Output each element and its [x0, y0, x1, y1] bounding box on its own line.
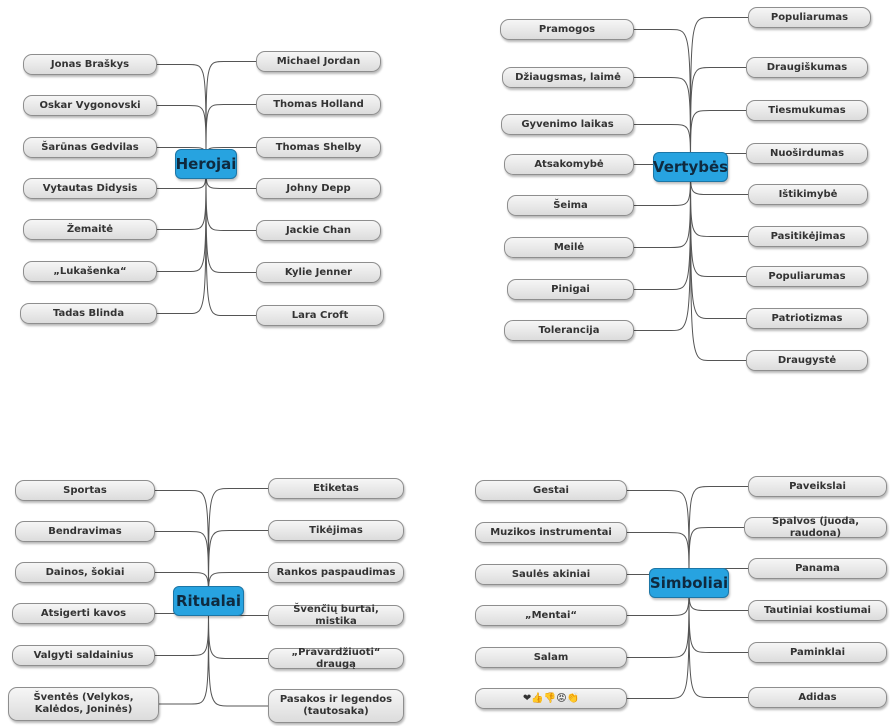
connector-line	[205, 61, 256, 165]
topic-node[interactable]: Atsigerti kavos	[12, 603, 155, 624]
topic-node[interactable]: Saulės akiniai	[475, 564, 627, 585]
connector-line	[690, 166, 746, 277]
connector-line	[690, 166, 746, 319]
connector-line	[688, 526, 744, 584]
topic-node[interactable]: Paveikslai	[748, 476, 887, 497]
topic-node[interactable]: Michael Jordan	[256, 51, 381, 72]
topic-node[interactable]: Gyvenimo laikas	[501, 114, 634, 135]
topic-node[interactable]: Gestai	[475, 480, 627, 501]
connector-line	[688, 582, 748, 611]
connector-line	[627, 582, 690, 617]
topic-node[interactable]: Paminklai	[748, 642, 887, 663]
topic-node[interactable]: Tadas Blinda	[20, 303, 157, 324]
central-topic-simboliai[interactable]: Simboliai	[649, 568, 729, 598]
topic-node[interactable]: Ištikimybė	[748, 184, 868, 205]
topic-node[interactable]: Nuoširdumas	[746, 143, 868, 164]
topic-node[interactable]: „Mentai“	[475, 605, 627, 626]
topic-node[interactable]: Thomas Shelby	[256, 137, 381, 158]
connector-line	[634, 166, 691, 331]
topic-node[interactable]: Vytautas Didysis	[23, 178, 157, 199]
topic-node[interactable]: Thomas Holland	[256, 94, 381, 115]
topic-node[interactable]: Tolerancija	[504, 320, 634, 341]
topic-node[interactable]: Džiaugsmas, laimė	[502, 67, 634, 88]
topic-node[interactable]: Salam	[475, 647, 627, 668]
connector-line	[634, 166, 691, 290]
topic-node[interactable]: Patriotizmas	[746, 308, 868, 329]
connector-line	[159, 600, 209, 705]
topic-node[interactable]: Draugiškumas	[746, 57, 868, 78]
connector-line	[688, 582, 748, 698]
central-topic-herojai[interactable]: Herojai	[175, 149, 237, 179]
connector-line	[157, 163, 207, 314]
connector-line	[627, 531, 690, 584]
topic-node[interactable]: Šeima	[507, 195, 634, 216]
topic-node[interactable]: Meilė	[504, 237, 634, 258]
topic-node[interactable]: Dainos, šokiai	[15, 562, 155, 583]
topic-node[interactable]: Pramogos	[500, 19, 634, 40]
topic-node[interactable]: Populiarumas	[748, 7, 871, 28]
topic-node[interactable]: „Pravardžiuoti“ draugą	[268, 647, 404, 670]
connector-line	[205, 104, 256, 165]
topic-node[interactable]: Pinigai	[507, 279, 634, 300]
topic-node[interactable]: Lara Croft	[256, 305, 384, 326]
topic-node[interactable]: Tautiniai kostiumai	[748, 600, 887, 621]
topic-node[interactable]: Populiarumas	[746, 266, 868, 287]
connector-line	[208, 488, 268, 602]
connector-line	[627, 490, 690, 584]
topic-node[interactable]: ❤👍👎😡👏	[475, 688, 627, 709]
connector-line	[155, 572, 209, 602]
topic-node[interactable]: Atsakomybė	[504, 154, 634, 175]
central-topic-ritualai[interactable]: Ritualai	[173, 586, 244, 616]
topic-node[interactable]: Jonas Braškys	[23, 54, 157, 75]
topic-node[interactable]: Pasakos ir legendos (tautosaka)	[268, 689, 404, 723]
topic-node[interactable]: Šventės (Velykos, Kalėdos, Joninės)	[8, 687, 159, 721]
topic-node[interactable]: Švenčių burtai, mistika	[268, 604, 404, 627]
connector-line	[157, 105, 207, 165]
connector-line	[690, 166, 748, 195]
connector-line	[690, 67, 746, 168]
topic-node[interactable]: Jackie Chan	[256, 220, 381, 241]
topic-node[interactable]: Tikėjimas	[268, 520, 404, 541]
connector-line	[688, 486, 748, 584]
connector-line	[157, 163, 207, 273]
connector-line	[208, 529, 268, 602]
connector-line	[634, 29, 691, 168]
topic-node[interactable]: Adidas	[748, 687, 887, 708]
connector-line	[155, 490, 209, 602]
central-topic-vertybes[interactable]: Vertybės	[653, 152, 728, 182]
topic-node[interactable]: Johny Depp	[256, 178, 381, 199]
connector-line	[634, 166, 691, 206]
topic-node[interactable]: Kylie Jenner	[256, 262, 381, 283]
connector-line	[157, 63, 207, 165]
topic-node[interactable]: Spalvos (juoda, raudona)	[744, 516, 887, 539]
topic-node[interactable]: Tiesmukumas	[746, 100, 868, 121]
topic-node[interactable]: Draugystė	[746, 350, 868, 371]
topic-node[interactable]: Bendravimas	[15, 521, 155, 542]
topic-node[interactable]: Oskar Vygonovski	[23, 95, 157, 116]
topic-node[interactable]: Muzikos instrumentai	[475, 522, 627, 543]
topic-node[interactable]: Žemaitė	[23, 219, 157, 240]
connector-line	[627, 582, 690, 699]
connector-line	[205, 163, 256, 274]
topic-node[interactable]: „Lukašenka“	[23, 261, 157, 282]
topic-node[interactable]: Panama	[748, 558, 887, 579]
topic-node[interactable]: Pasitikėjimas	[748, 226, 868, 247]
connector-line	[208, 572, 268, 602]
connector-line	[208, 600, 268, 707]
topic-node[interactable]: Šarūnas Gedvilas	[23, 137, 157, 158]
connector-line	[205, 163, 256, 317]
connector-line	[634, 124, 691, 168]
connector-line	[690, 17, 748, 168]
topic-node[interactable]: Sportas	[15, 480, 155, 501]
connector-line	[690, 166, 746, 361]
topic-node[interactable]: Rankos paspaudimas	[268, 562, 404, 583]
topic-node[interactable]: Etiketas	[268, 478, 404, 499]
topic-node[interactable]: Valgyti saldainius	[12, 645, 155, 666]
connector-line	[690, 110, 746, 168]
